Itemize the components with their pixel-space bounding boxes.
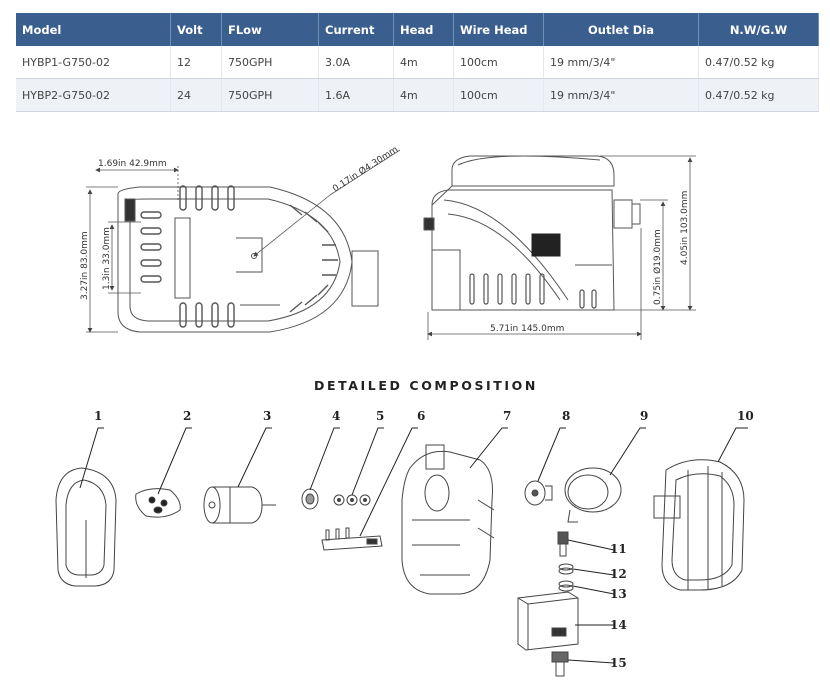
dim-outlet: 0.75in Ø19.0mm: [652, 229, 663, 305]
table-header-row: Model Volt FLow Current Head Wire Head O…: [16, 13, 819, 46]
dim-top-width: 1.69in 42.9mm: [98, 159, 167, 169]
dim-hole-dia: 0.17in Ø4.30mm: [331, 144, 401, 194]
col-model: Model: [16, 13, 171, 46]
part-11-fitting: [557, 531, 569, 557]
part-4-bearing: [301, 488, 319, 510]
cell-current: 3.0A: [318, 46, 394, 79]
cell-flow: 750GPH: [221, 78, 319, 112]
cell-wire-head: 100cm: [453, 78, 544, 112]
part-10-base: [653, 459, 745, 591]
cell-flow: 750GPH: [221, 46, 319, 79]
col-volt: Volt: [170, 13, 222, 46]
dim-height-total: 3.27in 83.0mm: [80, 231, 90, 300]
col-weight: N.W/G.W: [698, 13, 819, 46]
part-number-13: 13: [610, 587, 627, 601]
part-number-12: 12: [610, 567, 627, 581]
cell-weight: 0.47/0.52 kg: [698, 78, 819, 112]
part-15-connector: [551, 651, 569, 677]
composition-title: DETAILED COMPOSITION: [314, 378, 538, 393]
part-number-9: 9: [640, 409, 648, 423]
part-number-14: 14: [610, 618, 627, 632]
part-number-4: 4: [332, 409, 340, 423]
part-9-volute: [564, 467, 622, 523]
part-12-ring: [558, 563, 574, 575]
table-row: HYBP1-G750-02 12 750GPH 3.0A 4m 100cm 19…: [16, 46, 819, 79]
col-outlet-dia: Outlet Dia: [543, 13, 699, 46]
part-number-6: 6: [417, 409, 425, 423]
part-13-ring: [558, 580, 574, 592]
side-view-dimensions: [427, 155, 696, 340]
table-row: HYBP2-G750-02 24 750GPH 1.6A 4m 100cm 19…: [16, 78, 819, 112]
cell-wire-head: 100cm: [453, 46, 544, 79]
dim-side-height: 4.05in 103.0mm: [680, 191, 690, 265]
col-current: Current: [318, 13, 394, 46]
cell-head: 4m: [393, 78, 454, 112]
part-5-seals: [333, 494, 371, 506]
part-number-11: 11: [610, 542, 627, 556]
top-view-dimensions: [86, 149, 401, 333]
spec-table: Model Volt FLow Current Head Wire Head O…: [16, 13, 819, 112]
part-number-15: 15: [610, 656, 627, 670]
col-head: Head: [393, 13, 454, 46]
part-number-10: 10: [737, 409, 754, 423]
part-number-5: 5: [376, 409, 384, 423]
part-number-8: 8: [562, 409, 570, 423]
part-number-1: 1: [94, 409, 102, 423]
cell-volt: 24: [170, 78, 222, 112]
dim-height-inner: 1.3in 33.0mm: [102, 227, 112, 290]
top-view-drawing: [117, 185, 379, 333]
exploded-parts: [55, 427, 748, 677]
dim-side-width: 5.71in 145.0mm: [490, 324, 564, 334]
side-view-drawing: [423, 155, 641, 311]
part-14-switch-box: [517, 591, 579, 651]
cell-outlet-dia: 19 mm/3/4": [543, 78, 699, 112]
cell-model: HYBP1-G750-02: [16, 46, 171, 79]
part-numbers: 1 2 3 4 5 6 7 8 9 10 11 12 13 14 15: [94, 409, 754, 670]
part-number-7: 7: [503, 409, 511, 423]
part-6-sensor-board: [321, 527, 383, 551]
col-wire-head: Wire Head: [453, 13, 544, 46]
cell-volt: 12: [170, 46, 222, 79]
part-1-cover: [55, 467, 117, 587]
part-2-plate: [135, 488, 181, 518]
part-number-3: 3: [263, 409, 271, 423]
cell-outlet-dia: 19 mm/3/4": [543, 46, 699, 79]
cell-head: 4m: [393, 46, 454, 79]
cell-weight: 0.47/0.52 kg: [698, 46, 819, 79]
cell-model: HYBP2-G750-02: [16, 78, 171, 112]
part-number-2: 2: [183, 409, 191, 423]
col-flow: FLow: [221, 13, 319, 46]
part-7-housing: [401, 444, 495, 595]
cell-current: 1.6A: [318, 78, 394, 112]
part-8-impeller: [524, 480, 553, 506]
part-3-motor: [203, 486, 276, 524]
